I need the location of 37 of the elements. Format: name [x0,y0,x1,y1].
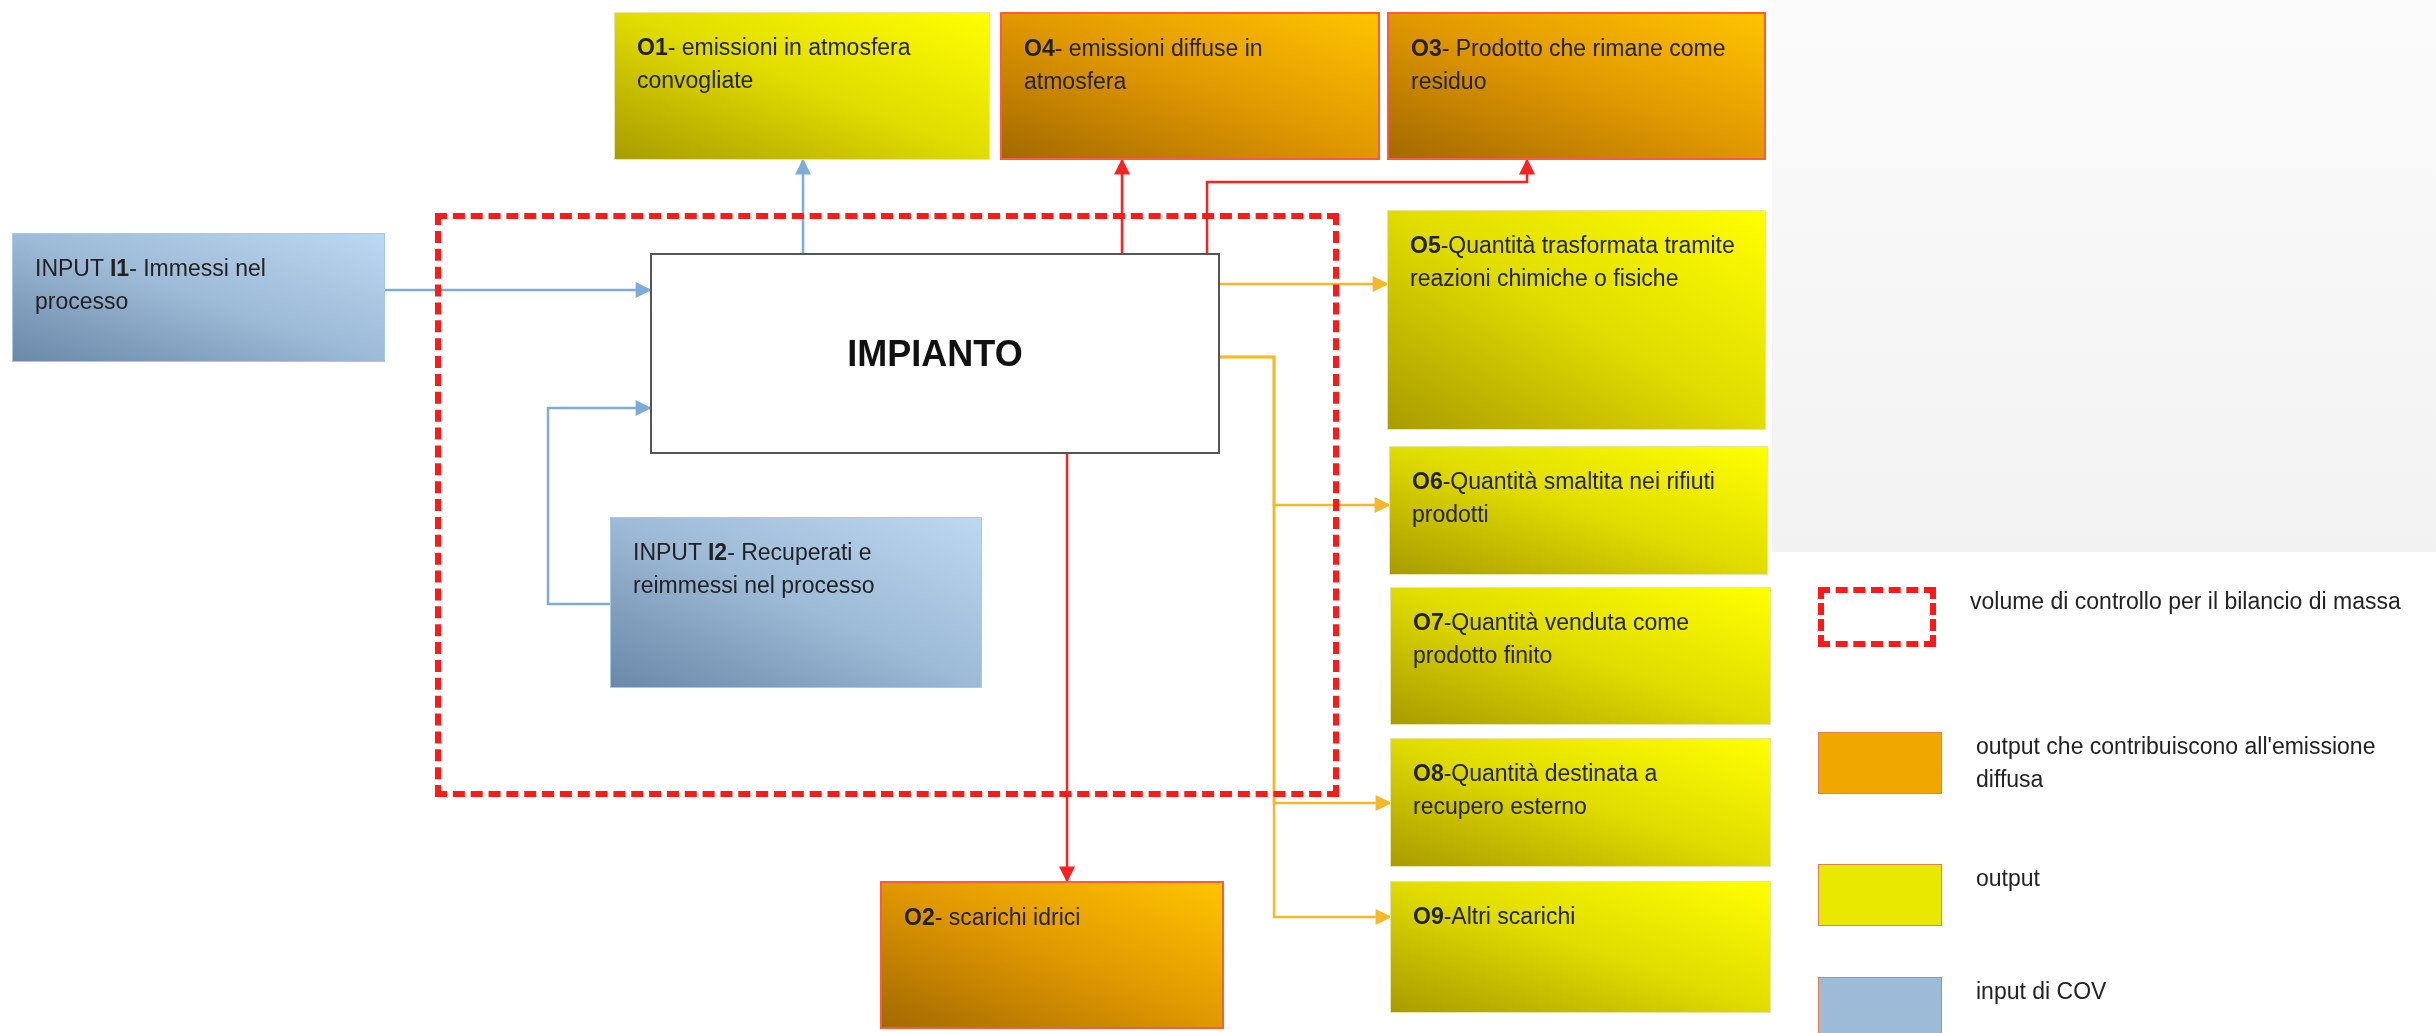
plant-label: IMPIANTO [847,331,1023,376]
arrow [1220,276,1389,292]
output-box [1390,738,1771,867]
output-box [1390,587,1771,725]
arrow [1220,355,1392,925]
box-text: INPUT I1- Immessi nel processo [35,254,267,317]
box-text: O3- Prodotto che rimane come residuo [1411,34,1727,97]
box-text: INPUT I2- Recuperati e reimmessi nel processo [633,538,876,601]
legend-text: output che contribuiscono all'emissione diffusa [1976,732,2377,795]
box-text: O4- emissioni diffuse in atmosfera [1024,34,1264,97]
arrow [795,158,811,253]
legend-text: output [1976,864,2041,893]
box-text: O5-Quantità trasformata tramite reazioni chimiche o fisiche [1410,231,1736,294]
legend-text: input di COV [1976,977,2108,1006]
box-text: O7-Quantità venduta come prodotto finito [1413,608,1691,671]
arrow [1114,158,1130,253]
box-text: O9-Altri scarichi [1413,902,1577,931]
arrow [546,400,652,606]
control-volume-box [435,213,1339,797]
output-box [1387,210,1766,430]
diffuse-output-box [880,881,1224,1029]
input-box [610,517,982,688]
output-box [1390,881,1771,1013]
plant-box [650,253,1220,454]
output-box [614,12,990,160]
box-text: O6-Quantità smaltita nei rifiuti prodotti [1412,467,1716,530]
diffuse-output-box [1387,12,1766,160]
input-box [12,233,385,362]
box-text: O1- emissioni in atmosfera convogliate [637,33,912,96]
arrow [1205,158,1535,253]
box-text: O8-Quantità destinata a recupero esterno [1413,759,1659,822]
box-text: O2- scarichi idrici [904,903,1082,932]
output-box [1389,446,1768,575]
legend-text: volume di controllo per il bilancio di massa [1970,587,2402,616]
arrow [385,282,652,298]
arrow [1059,454,1075,883]
diffuse-output-box [1000,12,1380,160]
